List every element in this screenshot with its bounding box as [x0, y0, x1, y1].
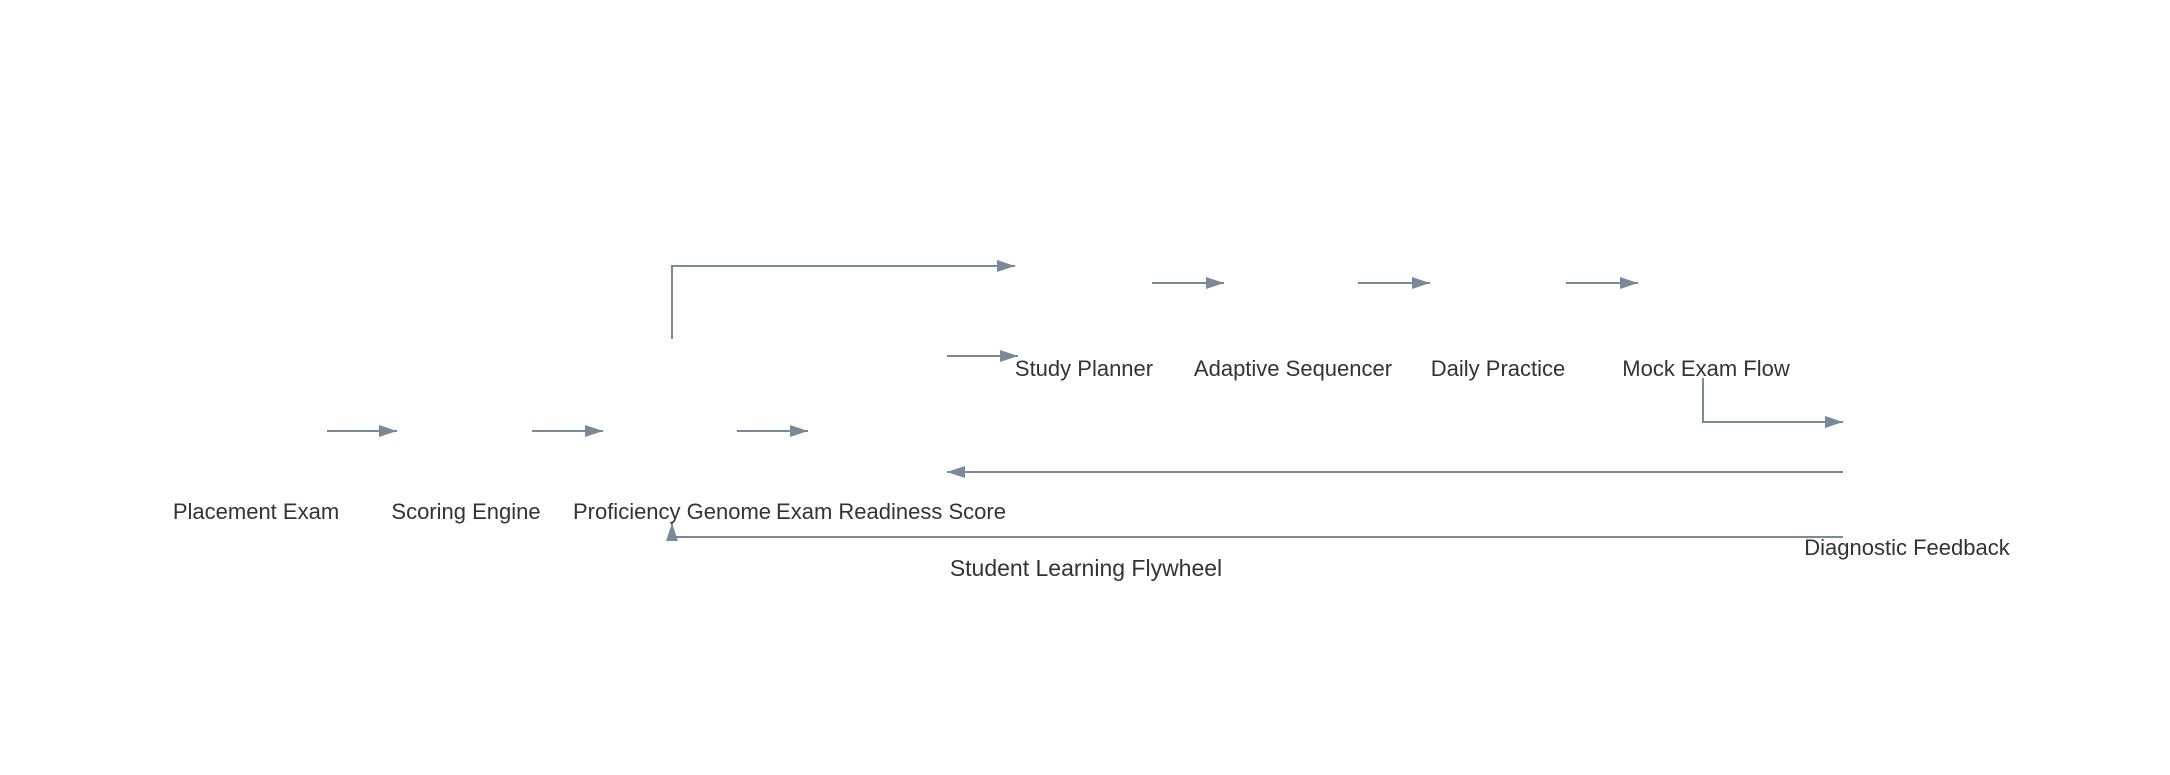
node-adaptive-sequencer: Adaptive Sequencer — [1193, 355, 1393, 381]
diagram-title: Student Learning Flywheel — [949, 555, 1223, 582]
node-diagnostic-feedback: Diagnostic Feedback — [1804, 534, 2010, 560]
edge-proficiency-genome-to-study-planner — [671, 260, 1015, 339]
node-study-planner: Study Planner — [1014, 355, 1154, 381]
node-scoring-engine: Scoring Engine — [391, 498, 541, 524]
node-exam-readiness-score: Exam Readiness Score — [776, 498, 1006, 524]
node-mock-exam-flow: Mock Exam Flow — [1622, 355, 1790, 381]
node-placement-exam: Placement Exam — [172, 498, 340, 524]
node-daily-practice: Daily Practice — [1430, 355, 1566, 381]
node-proficiency-genome: Proficiency Genome — [572, 498, 772, 524]
edge-group — [327, 260, 1843, 541]
edge-mock-exam-flow-to-diagnostic-feedback — [1702, 378, 1843, 428]
edge-diagnostic-feedback-to-proficiency-genome — [666, 523, 1843, 541]
